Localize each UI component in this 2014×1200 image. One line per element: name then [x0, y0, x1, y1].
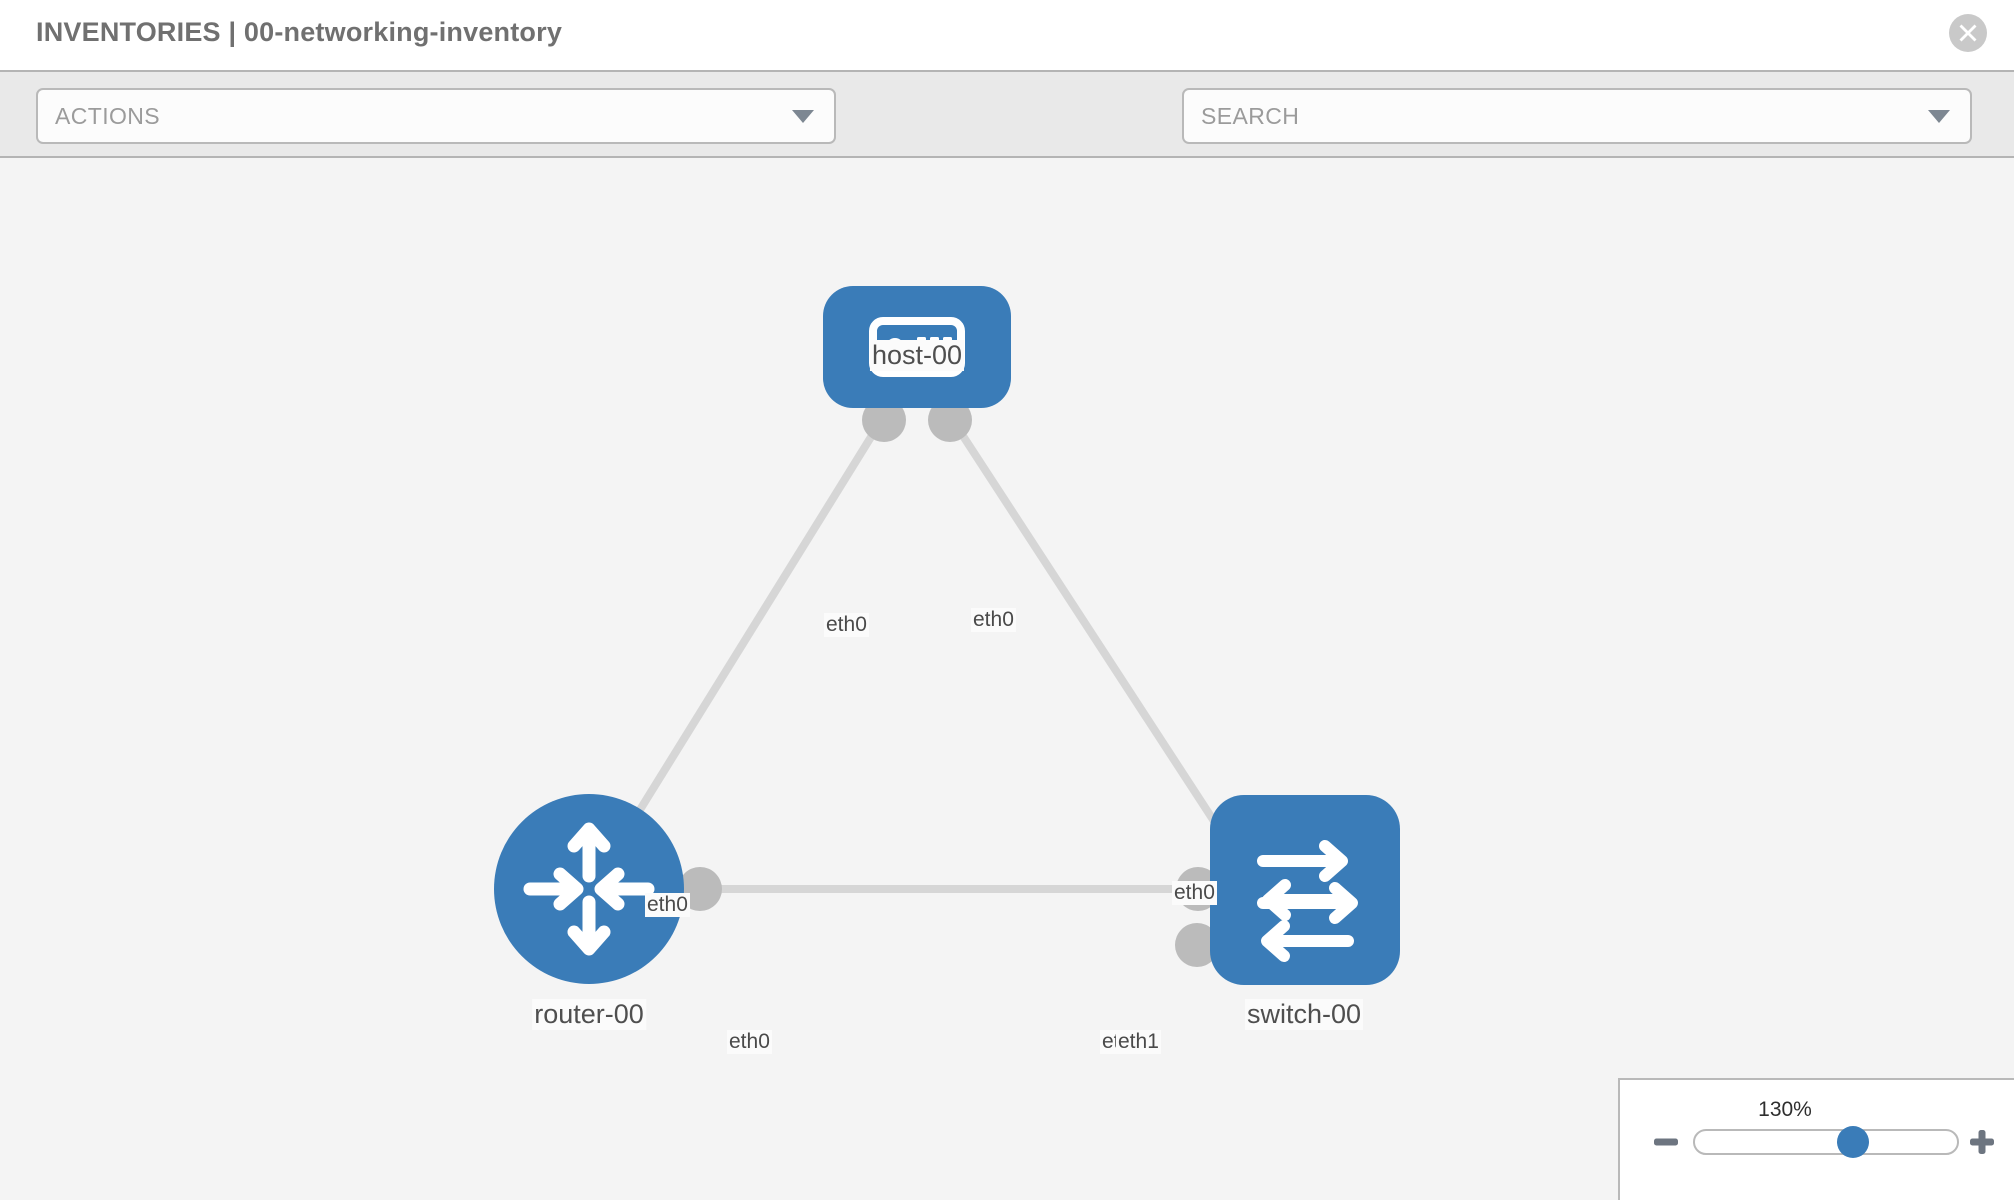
interface-dot[interactable]	[1175, 923, 1219, 967]
zoom-slider-track[interactable]	[1693, 1126, 1959, 1158]
node-label-host: host-00	[869, 340, 965, 371]
zoom-in-button[interactable]	[1968, 1128, 1996, 1156]
router-icon	[523, 822, 655, 956]
topology-interfaces	[678, 398, 1254, 967]
toolbar: ACTIONS SEARCH	[0, 70, 2014, 201]
interface-label: eth0	[1172, 881, 1217, 905]
interface-label: eth0	[824, 613, 869, 637]
topology-links	[603, 413, 1250, 893]
chevron-down-icon	[792, 109, 814, 123]
link-host-switch[interactable]	[946, 413, 1242, 861]
interface-dot[interactable]	[862, 398, 906, 442]
interface-label: eth0	[727, 1030, 772, 1054]
switch-icon	[1257, 840, 1358, 962]
window-header: INVENTORIES | 00-networking-inventory	[0, 0, 2014, 70]
node-label-router: router-00	[532, 999, 646, 1030]
link-host-router[interactable]	[603, 413, 888, 866]
close-icon	[1959, 24, 1977, 42]
interface-dot[interactable]	[928, 398, 972, 442]
chevron-down-icon	[1928, 109, 1950, 123]
zoom-slider-thumb[interactable]	[1837, 1126, 1869, 1158]
zoom-level-label: 130%	[1758, 1098, 1812, 1121]
minus-icon	[1654, 1138, 1678, 1146]
close-button[interactable]	[1949, 14, 1987, 52]
interface-label: eth1	[1116, 1030, 1161, 1054]
zoom-out-button[interactable]	[1652, 1128, 1680, 1156]
page-title: INVENTORIES | 00-networking-inventory	[36, 17, 563, 47]
topology-canvas[interactable]: host-00 router-00 switch-00 eth0 eth0 et…	[0, 158, 2014, 1200]
search-input[interactable]: SEARCH	[1182, 88, 1972, 144]
node-router-00[interactable]	[494, 794, 684, 984]
interface-label: eth0	[971, 608, 1016, 632]
interface-label: eth0	[645, 893, 690, 917]
node-switch-00[interactable]	[1210, 795, 1400, 985]
node-label-switch: switch-00	[1244, 999, 1364, 1030]
plus-icon	[1970, 1130, 1994, 1154]
zoom-control-panel: 130%	[1618, 1078, 2014, 1200]
actions-dropdown[interactable]: ACTIONS	[36, 88, 836, 144]
search-input-value: SEARCH	[1201, 102, 1300, 129]
actions-dropdown-label: ACTIONS	[55, 102, 161, 129]
topology-graph	[494, 286, 1400, 985]
